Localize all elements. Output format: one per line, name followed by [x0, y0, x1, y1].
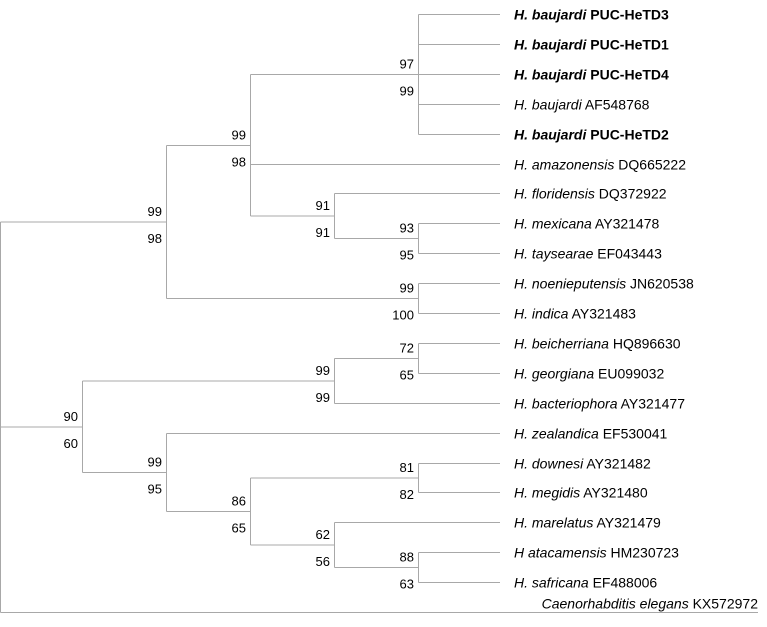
- taxon-label: H. georgiana EU099032: [514, 366, 664, 382]
- support-value-lower: 65: [400, 368, 414, 383]
- support-value-lower: 98: [148, 231, 162, 246]
- support-value-upper: 99: [316, 363, 330, 378]
- taxon-label: H atacamensis HM230723: [514, 545, 679, 561]
- taxon-label: H. indica AY321483: [514, 306, 636, 322]
- support-value-upper: 86: [232, 494, 246, 509]
- support-value-upper: 93: [400, 221, 414, 236]
- support-value-lower: 65: [232, 521, 246, 536]
- taxon-label: H. mexicana AY321478: [514, 216, 659, 232]
- taxon-label: H. beicherriana HQ896630: [514, 336, 681, 352]
- support-value-upper: 97: [400, 57, 414, 72]
- taxon-label: H. baujardi AF548768: [514, 97, 650, 113]
- taxon-label: H. megidis AY321480: [514, 485, 648, 501]
- taxon-label: H. baujardi PUC-HeTD2: [514, 127, 669, 143]
- support-value-upper: 62: [316, 527, 330, 542]
- taxon-label: H. zealandica EF530041: [514, 426, 668, 442]
- taxon-label: H. baujardi PUC-HeTD4: [514, 67, 669, 83]
- taxon-label: H. marelatus AY321479: [514, 515, 661, 531]
- support-value-upper: 72: [400, 341, 414, 356]
- support-value-lower: 99: [316, 390, 330, 405]
- support-value-lower: 63: [400, 577, 414, 592]
- taxon-label: H. noenieputensis JN620538: [514, 276, 694, 292]
- support-value-lower: 91: [316, 225, 330, 240]
- support-value-upper: 99: [232, 127, 246, 142]
- support-value-upper: 88: [400, 550, 414, 565]
- support-value-lower: 98: [232, 154, 246, 169]
- support-value-upper: 99: [148, 204, 162, 219]
- support-value-upper: 91: [316, 198, 330, 213]
- taxon-label: H. amazonensis DQ665222: [514, 157, 686, 173]
- support-value-upper: 99: [148, 455, 162, 470]
- taxon-label: H. baujardi PUC-HeTD3: [514, 7, 669, 23]
- support-value-upper: 99: [400, 281, 414, 296]
- support-value-lower: 95: [148, 482, 162, 497]
- support-value-lower: 100: [392, 308, 414, 323]
- support-value-upper: 90: [64, 409, 78, 424]
- support-value-lower: 82: [400, 487, 414, 502]
- taxon-label: H. baujardi PUC-HeTD1: [514, 37, 669, 53]
- support-value-lower: 99: [400, 84, 414, 99]
- taxon-label: H. taysearae EF043443: [514, 246, 662, 262]
- support-value-lower: 60: [64, 436, 78, 451]
- taxon-label: H. downesi AY321482: [514, 456, 651, 472]
- outgroup-label: Caenorhabditis elegans KX572972: [542, 596, 759, 612]
- support-value-lower: 56: [316, 554, 330, 569]
- support-value-lower: 95: [400, 248, 414, 263]
- taxon-label: H. bacteriophora AY321477: [514, 396, 685, 412]
- support-value-upper: 81: [400, 460, 414, 475]
- taxon-label: H. safricana EF488006: [514, 575, 657, 591]
- taxon-label: H. floridensis DQ372922: [514, 186, 667, 202]
